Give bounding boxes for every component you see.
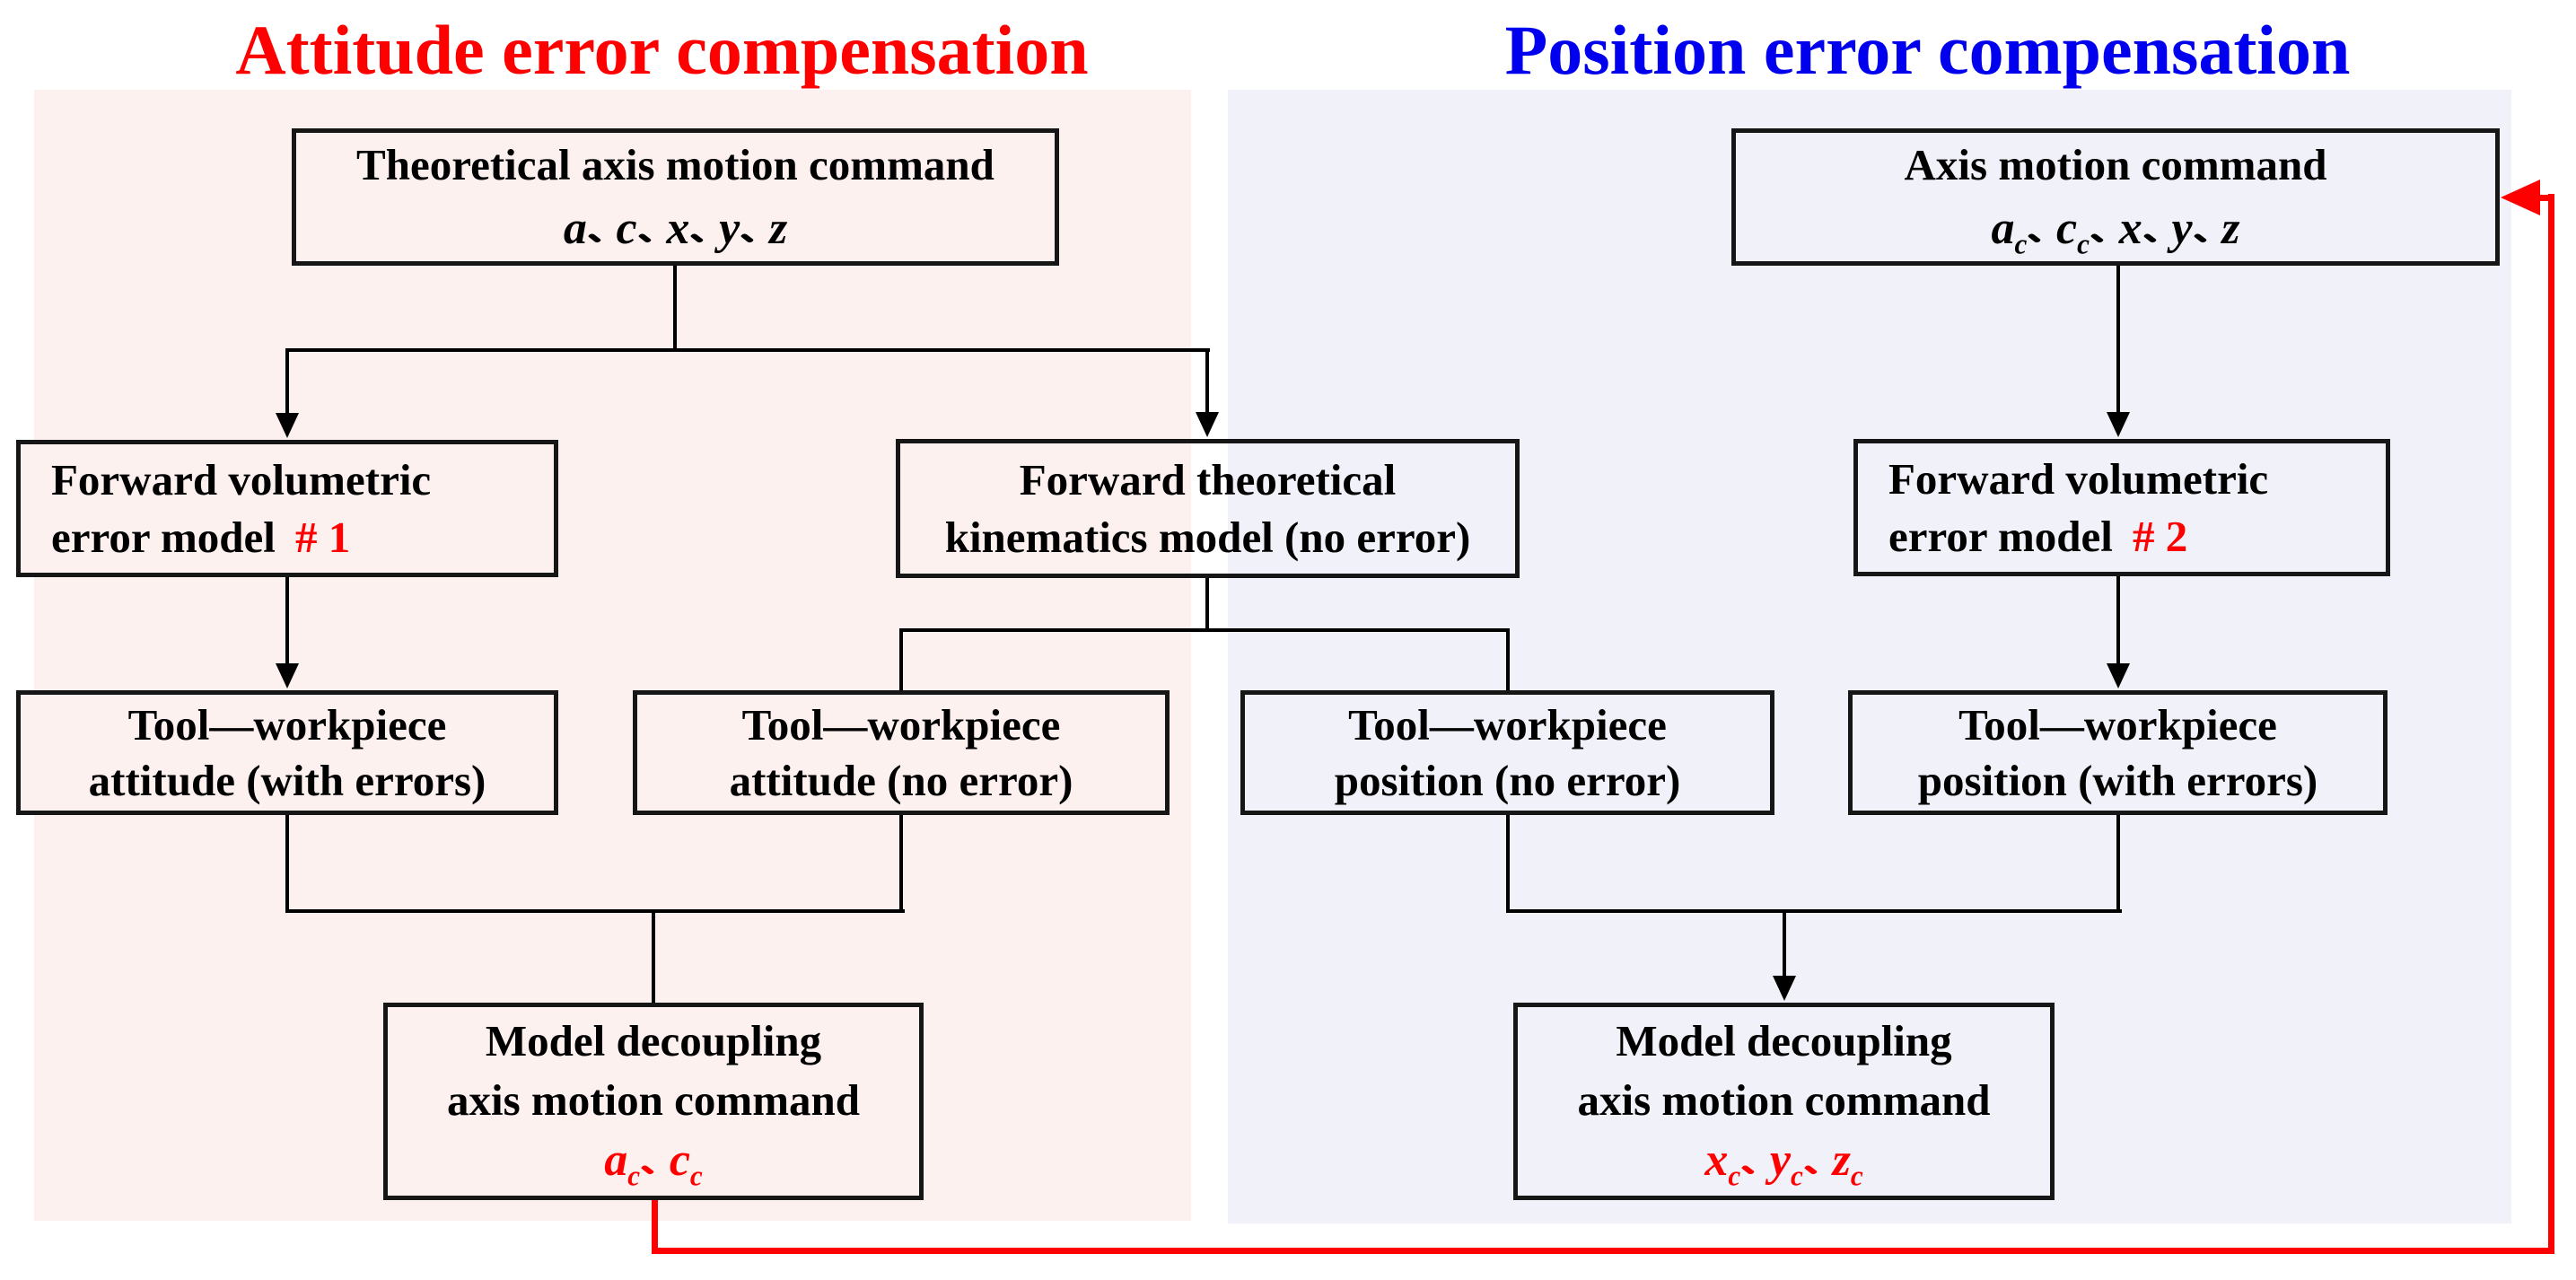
box-forward-volumetric-2: Forward volumetric error model# 2: [1853, 439, 2390, 576]
arrowhead-into-volumetric1: [276, 413, 299, 438]
connector-theoretical-down: [673, 266, 677, 352]
arrowhead-into-attitude-errors: [276, 663, 299, 688]
box-line2: position (with errors): [1917, 755, 2318, 805]
model-number-2: # 2: [2132, 511, 2188, 561]
feedback-line-bottom: [652, 1248, 2554, 1254]
box-line2: error model# 2: [1888, 511, 2188, 561]
connector-attitude-merge-bar: [285, 909, 905, 913]
box-line2: error model# 1: [51, 512, 351, 562]
arrowhead-into-decouple-position: [1773, 976, 1796, 1001]
attitude-section-title: Attitude error compensation: [235, 11, 1089, 89]
box-line1: Tool—workpiece: [127, 699, 447, 750]
box-forward-kinematics: Forward theoretical kinematics model (no…: [896, 439, 1520, 578]
arrowhead-into-kinematics: [1196, 412, 1219, 437]
connector-vol1-to-attitude: [285, 577, 289, 665]
box-line1: Tool—workpiece: [1958, 699, 2277, 750]
connector-kinematics-split-bar: [899, 628, 1510, 632]
box-position-no-error: Tool—workpiece position (no error): [1240, 690, 1774, 815]
box-line2: attitude (with errors): [88, 755, 486, 805]
connector-position-merge-bar: [1506, 909, 2122, 913]
connector-position-noerror-down: [1506, 815, 1510, 913]
connector-to-attitude-noerror: [899, 628, 903, 690]
box-attitude-with-errors: Tool—workpiece attitude (with errors): [16, 690, 558, 815]
box-line2: kinematics model (no error): [944, 512, 1471, 562]
position-section-title: Position error compensation: [1504, 11, 2351, 89]
position-panel: [1228, 90, 2511, 1223]
box-forward-volumetric-1: Forward volumetric error model# 1: [16, 440, 558, 577]
box-line1: Model decoupling: [485, 1016, 822, 1065]
connector-to-decouple-position: [1783, 909, 1786, 978]
connector-split-bar: [285, 348, 1210, 352]
connector-position-errors-down: [2116, 815, 2120, 913]
connector-to-decouple-attitude: [652, 909, 655, 1003]
box-line1: Forward theoretical: [1019, 454, 1397, 504]
arrowhead-into-volumetric2: [2107, 412, 2130, 437]
box-line1: Tool—workpiece: [1348, 699, 1667, 750]
box-line1: Tool—workpiece: [741, 699, 1061, 750]
feedback-line-right: [2548, 194, 2554, 1254]
connector-kinematics-down: [1205, 578, 1209, 632]
box-title: Theoretical axis motion command: [356, 139, 994, 189]
box-position-with-errors: Tool—workpiece position (with errors): [1848, 690, 2388, 815]
box-line1: Forward volumetric: [1888, 453, 2269, 504]
box-attitude-no-error: Tool—workpiece attitude (no error): [633, 690, 1170, 815]
feedback-line-top: [2535, 195, 2554, 201]
connector-to-volumetric1: [285, 348, 289, 415]
box-line2: position (no error): [1334, 755, 1681, 805]
box-title: Axis motion command: [1904, 139, 2327, 189]
box-line2: axis motion command: [1577, 1075, 1991, 1125]
box-line1: Forward volumetric: [51, 454, 432, 504]
box-line1: Model decoupling: [1616, 1016, 1952, 1065]
connector-axiscmd-to-volumetric2: [2116, 266, 2120, 414]
model-number-1: # 1: [294, 512, 351, 562]
box-line2: axis motion command: [446, 1075, 861, 1125]
connector-attitude-noerror-down: [899, 815, 903, 913]
connector-to-position-noerror: [1506, 628, 1510, 690]
box-line2: attitude (no error): [729, 755, 1073, 805]
connector-attitude-errors-down: [285, 815, 289, 913]
connector-vol2-to-position: [2116, 576, 2120, 665]
feedback-line-down: [652, 1200, 658, 1250]
arrowhead-into-position-errors: [2107, 663, 2130, 688]
feedback-arrowhead: [2501, 180, 2540, 215]
connector-to-kinematics: [1205, 348, 1209, 414]
